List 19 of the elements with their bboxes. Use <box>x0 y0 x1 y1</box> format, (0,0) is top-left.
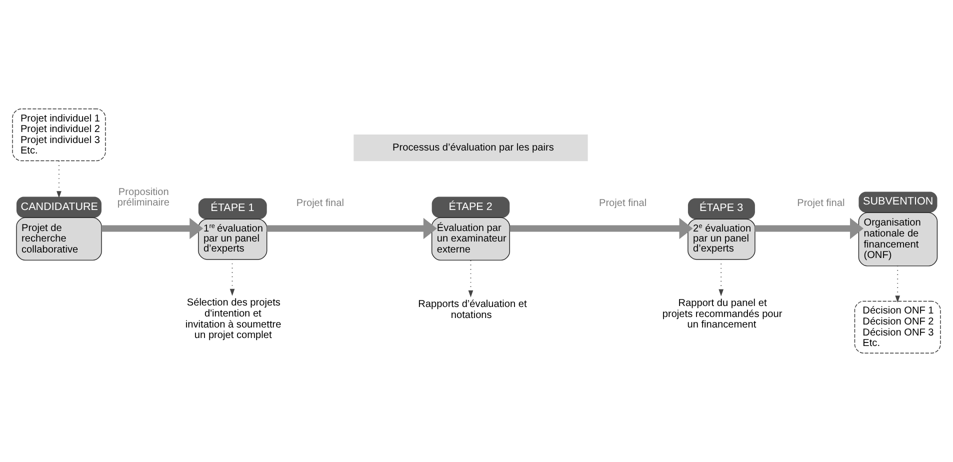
edge-label: Projet final <box>797 198 845 209</box>
arrow <box>718 258 724 296</box>
edge-label: Proposition préliminaire <box>117 186 170 209</box>
node-text: Rapports d’évaluation et notations <box>418 299 527 321</box>
node-box: Projet individuel 1 Projet individuel 2 Projet individuel 3 Etc. <box>12 108 106 162</box>
arrow <box>56 160 62 198</box>
node-text: Rapport du panel et projets recommandés pour un financement <box>662 298 782 331</box>
arrow <box>895 265 900 303</box>
arrow <box>102 218 204 240</box>
arrow <box>266 218 437 240</box>
edge-label: Projet final <box>598 198 647 209</box>
node-box: Processus d’évaluation par les pairs <box>354 134 588 162</box>
arrow <box>468 260 474 298</box>
node-box: Décision ONF 1 Décision ONF 2 Décision ONF 3 Etc. <box>854 300 941 354</box>
arrow <box>230 258 235 296</box>
edge-label: Projet final <box>296 198 344 209</box>
arrow <box>754 218 864 240</box>
node-text: Sélection des projets d'intention et invitation à soumettre un projet complet <box>185 298 282 342</box>
arrow <box>510 218 693 240</box>
